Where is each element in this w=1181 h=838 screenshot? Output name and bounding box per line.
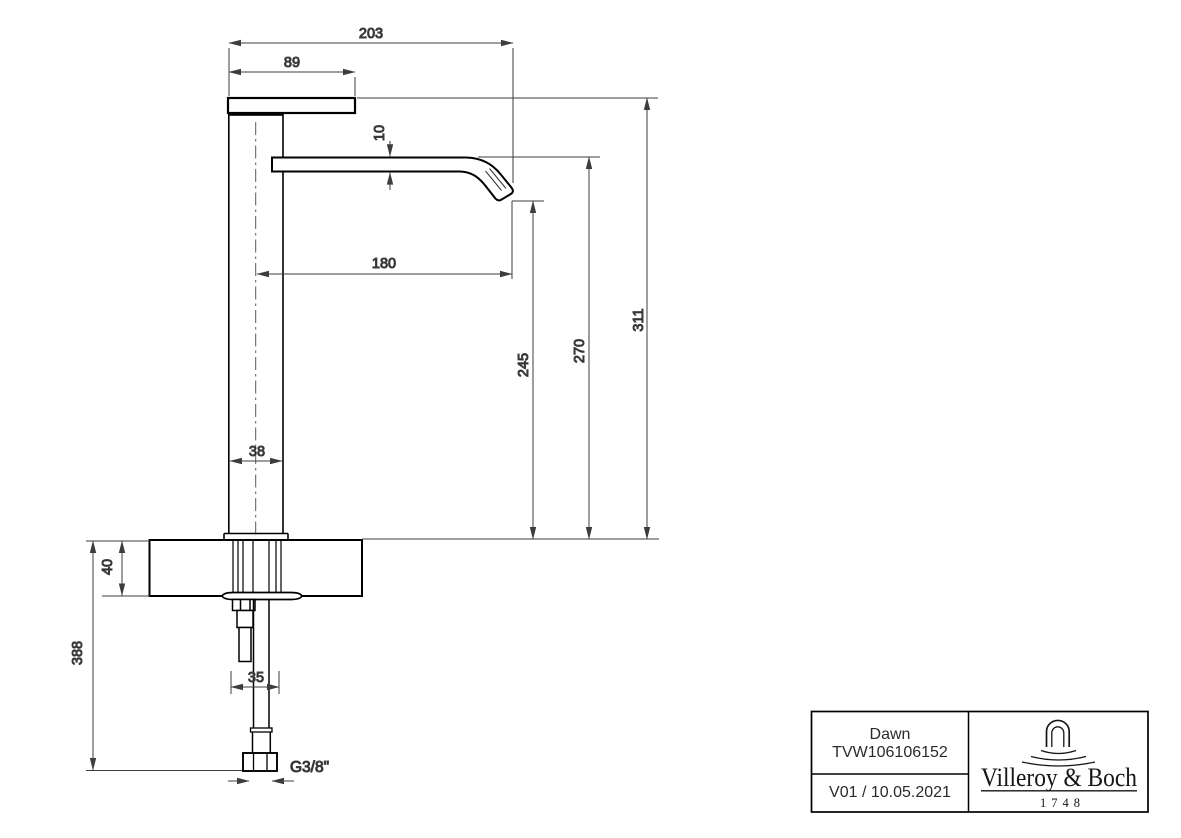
dim-label-40: 40 <box>100 559 116 575</box>
dim-hose-offset <box>230 671 280 694</box>
handle-joint-shadow <box>228 112 283 116</box>
dim-label-g38: G3/8" <box>290 759 329 776</box>
brand-logo: Villeroy & Boch 1748 <box>981 719 1137 810</box>
dim-outlet-height <box>512 200 544 540</box>
product-name: Dawn <box>870 726 911 743</box>
title-block: Dawn TVW106106152 V01 / 10.05.2021 Ville… <box>810 710 1149 813</box>
dim-label-10: 10 <box>372 125 388 141</box>
title-block-border <box>810 710 1149 813</box>
dim-label-388: 388 <box>70 641 86 665</box>
drain-rod <box>236 609 254 663</box>
dim-label-311: 311 <box>631 308 647 331</box>
dim-label-180: 180 <box>372 256 396 272</box>
through-deck-lines <box>232 541 282 593</box>
dim-handle-length <box>228 68 356 96</box>
dim-spout-top-height <box>478 156 600 540</box>
dim-label-203: 203 <box>359 26 383 42</box>
mounting-nut <box>231 598 256 612</box>
brand-year: 1748 <box>1040 796 1085 810</box>
connection-nut <box>242 752 278 772</box>
dim-deck-thickness <box>86 540 150 597</box>
dim-label-270: 270 <box>572 339 588 363</box>
dimensions-layer: 203 89 10 180 245 270 <box>70 26 659 785</box>
spout-highlight <box>485 168 507 191</box>
base-flange <box>223 532 289 540</box>
mounting-washer <box>221 591 303 601</box>
version-date: V01 / 10.05.2021 <box>829 784 951 801</box>
spout <box>271 156 514 202</box>
dim-overall-height <box>357 97 659 540</box>
water-ripple-icon <box>1021 749 1096 767</box>
dim-label-89: 89 <box>284 55 300 71</box>
dim-label-245: 245 <box>516 353 532 377</box>
faucet-outline <box>148 96 514 772</box>
dim-label-38: 38 <box>249 444 265 460</box>
article-number: TVW106106152 <box>832 744 948 761</box>
faucet-body-column <box>228 113 284 534</box>
supply-hose <box>249 599 273 753</box>
handle-plate <box>226 96 357 115</box>
hose-coupling <box>249 727 273 733</box>
faucet-arch-icon <box>1045 719 1071 747</box>
dim-below-deck <box>86 540 242 771</box>
countertop-deck <box>148 539 363 597</box>
dim-label-35: 35 <box>248 670 264 686</box>
brand-wordmark: Villeroy & Boch <box>981 763 1137 792</box>
